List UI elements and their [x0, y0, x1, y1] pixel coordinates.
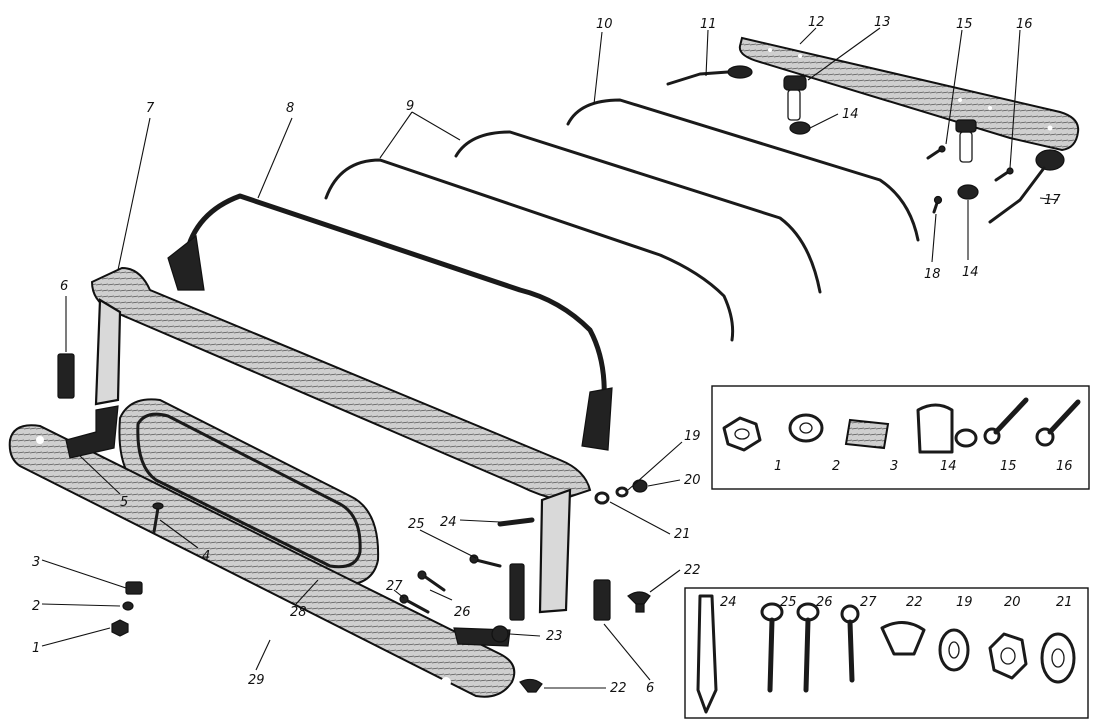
header-frame-part-7: [90, 266, 592, 614]
screw-part-26: [417, 570, 446, 592]
callout-14-lower: 14: [962, 265, 979, 280]
inset-screw-part-27: [840, 604, 860, 683]
callout-5: 5: [120, 495, 128, 510]
callout-1: 1: [32, 641, 40, 656]
nut-part-1: [111, 619, 129, 637]
screw-part-16: [994, 167, 1014, 182]
callout-24: 24: [440, 515, 457, 530]
inset-nut-part-20: [988, 632, 1028, 680]
inset-plug-part-22: [880, 621, 926, 656]
arm-part-17: [988, 149, 1065, 224]
callout-21: 21: [674, 527, 691, 542]
nut-part-20: [632, 479, 648, 493]
screw-part-18: [932, 195, 943, 214]
callout-10: 10: [596, 17, 613, 32]
callout-14-upper: 14: [842, 107, 859, 122]
callout-6-left: 6: [60, 279, 68, 294]
inset-callout-27: 27: [860, 595, 877, 610]
callout-27: 27: [386, 579, 403, 594]
inset-callout-14: 14: [940, 459, 957, 474]
latch-part-13: [783, 75, 807, 121]
inset-screw-part-25: [760, 602, 784, 693]
inset-callout-19: 19: [956, 595, 973, 610]
callout-3: 3: [32, 555, 40, 570]
callout-labels: 7 8 9 10 11 12 13 14 15 16 17 18 14 6 5 …: [32, 15, 1073, 696]
inset-callout-15: 15: [1000, 459, 1017, 474]
bracket-part-14-upper: [789, 121, 811, 135]
plug-part-22-upper: [627, 591, 651, 613]
callout-12: 12: [808, 15, 825, 30]
inset-callout-20: 20: [1004, 595, 1021, 610]
callout-19: 19: [684, 429, 701, 444]
callout-23: 23: [546, 629, 563, 644]
inset-callout-22: 22: [906, 595, 923, 610]
callout-18: 18: [924, 267, 941, 282]
callout-17: 17: [1044, 193, 1061, 208]
callout-25: 25: [408, 517, 425, 532]
callout-6-right: 6: [646, 681, 654, 696]
rear-rail-part-12: [738, 36, 1080, 152]
pin-part-24: [497, 517, 535, 527]
inset-bracket-part-14: [916, 403, 978, 454]
plug-part-22-lower: [519, 678, 543, 693]
bow-part-9-lower: [324, 158, 735, 342]
corner-bracket-part-6-left: [57, 353, 75, 399]
inset-screw-part-26: [796, 602, 820, 693]
hardware-inset-upper: [711, 385, 1090, 490]
washer-part-19: [615, 486, 629, 498]
leader-lines: [41, 27, 1059, 689]
washer-part-21: [594, 491, 610, 505]
corner-bracket-part-6-right: [593, 579, 611, 621]
inset-washer-part-2: [788, 413, 824, 443]
callout-8: 8: [286, 101, 294, 116]
inset-screw-part-15: [983, 397, 1029, 445]
inset-callout-24: 24: [720, 595, 737, 610]
inset-washer-part-19: [938, 628, 970, 672]
callout-16: 16: [1016, 17, 1033, 32]
inset-callout-2: 2: [832, 459, 840, 474]
callout-26: 26: [454, 605, 471, 620]
callout-2: 2: [32, 599, 40, 614]
inset-callout-16: 16: [1056, 459, 1073, 474]
lower-rail-part-29: [8, 424, 516, 698]
callout-4: 4: [202, 549, 210, 564]
bow-part-9-upper: [454, 130, 822, 294]
callout-9: 9: [406, 99, 414, 114]
inset-callout-26: 26: [816, 595, 833, 610]
inset-plate-part-3: [844, 418, 890, 450]
callout-22-upper: 22: [684, 563, 701, 578]
inset-nut-part-1: [722, 416, 762, 452]
callout-29: 29: [248, 673, 265, 688]
callout-13: 13: [874, 15, 891, 30]
callout-7: 7: [146, 101, 155, 116]
screw-part-15: [926, 145, 946, 160]
corner-bracket-part-23: [453, 563, 525, 647]
inset-washer-part-21: [1040, 632, 1076, 684]
inset-callout-25: 25: [780, 595, 797, 610]
screw-part-25: [469, 554, 502, 568]
bow-part-10: [566, 98, 920, 242]
inset-screw-part-16: [1035, 399, 1081, 447]
hook-rod-part-11: [666, 65, 753, 86]
bracket-part-5: [65, 405, 119, 459]
bracket-part-14-right: [955, 119, 979, 200]
callout-11: 11: [700, 17, 717, 32]
callout-20: 20: [684, 473, 701, 488]
inset-callout-1: 1: [774, 459, 782, 474]
callout-15: 15: [956, 17, 973, 32]
front-bow-part-8: [167, 193, 613, 451]
inset-callout-3: 3: [890, 459, 898, 474]
callout-22-lower: 22: [610, 681, 627, 696]
inset-callout-21: 21: [1056, 595, 1073, 610]
washer-part-2: [122, 601, 134, 611]
inset-pin-part-24: [696, 594, 718, 714]
hardware-inset-lower: [684, 587, 1089, 719]
plate-part-3: [125, 581, 143, 595]
callout-28: 28: [290, 605, 307, 620]
bolt-part-4: [152, 502, 164, 534]
